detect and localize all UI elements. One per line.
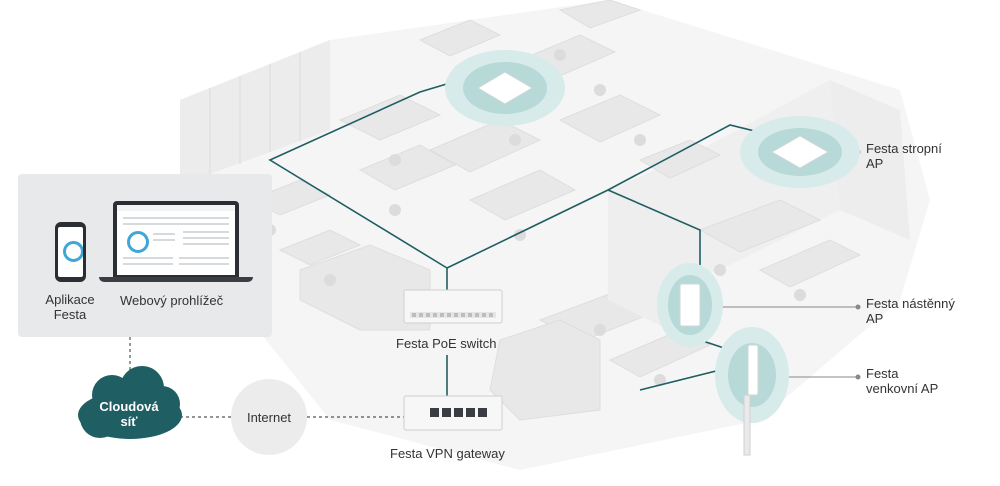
app-label: Aplikace Festa xyxy=(45,292,95,322)
cloud-label: Cloudová síť xyxy=(99,399,159,429)
vpn-gateway-label: Festa VPN gateway xyxy=(390,446,505,461)
cloud-icon xyxy=(78,366,182,439)
furniture xyxy=(248,0,862,421)
cabinet-lines xyxy=(209,52,301,175)
right-wall xyxy=(830,80,910,240)
chairs xyxy=(264,49,806,386)
browser-label: Webový prohlížeč xyxy=(120,293,224,308)
laptop-base xyxy=(99,277,253,282)
internet-label: Internet xyxy=(246,409,292,425)
ceiling-ap-label: Festa stropní AP xyxy=(866,141,942,171)
outdoor-ap-icon xyxy=(715,327,789,456)
poe-switch-icon xyxy=(403,289,503,324)
ceiling-ap-right-icon xyxy=(740,116,860,188)
laptop-browser-icon xyxy=(113,201,239,277)
wall-ap-icon xyxy=(657,263,723,347)
dashed-links xyxy=(129,337,404,418)
cabinet-wall xyxy=(180,40,330,185)
poe-switch-label: Festa PoE switch xyxy=(396,336,497,351)
phone-app-icon xyxy=(55,222,86,282)
outdoor-ap-label: Festa venkovní AP xyxy=(866,366,939,396)
internet-node: Internet xyxy=(231,379,307,455)
vpn-gateway-icon xyxy=(403,395,503,431)
wall-ap-label: Festa nástěnný AP xyxy=(866,296,955,326)
ceiling-ap-top-icon xyxy=(445,50,565,126)
